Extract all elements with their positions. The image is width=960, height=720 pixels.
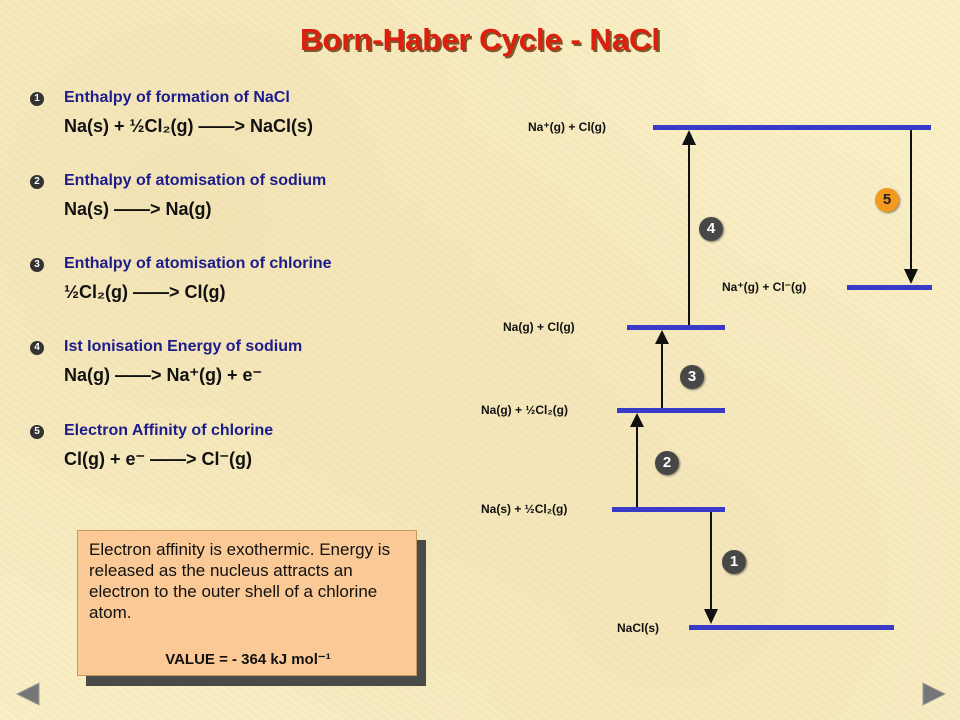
step-description: Electron Affinity of chlorine: [64, 422, 274, 439]
step-equation: Na(s) + ½Cl₂(g) ——> NaCl(s): [64, 116, 314, 136]
step-description: Ist Ionisation Energy of sodium: [64, 338, 303, 355]
note-box: Electron affinity is exothermic. Energy …: [77, 530, 417, 676]
level-label-na-g-cl-g: Na(g) + Cl(g): [503, 320, 575, 334]
step-number-badge: 5: [30, 425, 44, 439]
note-text: Electron affinity is exothermic. Energy …: [89, 540, 391, 622]
step-circle-4: 4: [699, 217, 723, 241]
arrow-step-5: [904, 130, 918, 284]
arrow-step-3: [655, 330, 669, 408]
level-label-na-s-half-cl2: Na(s) + ½Cl₂(g): [481, 502, 568, 516]
step-description: Enthalpy of atomisation of chlorine: [64, 255, 332, 272]
triangle-left-icon: [15, 682, 40, 706]
step-number-badge: 3: [30, 258, 44, 272]
step-equation: ½Cl₂(g) ——> Cl(g): [64, 282, 226, 302]
next-slide-button[interactable]: [920, 681, 948, 707]
arrow-step-2: [630, 413, 644, 507]
level-label-na-ion-cl-atom: Na⁺(g) + Cl(g): [528, 120, 606, 134]
step-number-badge: 4: [30, 341, 44, 355]
prev-slide-button[interactable]: [14, 681, 42, 707]
step-number-badge: 2: [30, 175, 44, 189]
page-title: Born-Haber Cycle - NaCl: [299, 22, 661, 57]
level-label-nacl-s: NaCl(s): [617, 621, 660, 635]
triangle-right-icon: [922, 682, 947, 706]
level-label-na-ion-cl-ion: Na⁺(g) + Cl⁻(g): [722, 280, 807, 294]
step-number-badge: 1: [30, 92, 44, 106]
step-equation: Na(s) ——> Na(g): [64, 199, 212, 219]
step-circle-2: 2: [655, 451, 679, 475]
step-description: Enthalpy of atomisation of sodium: [64, 172, 327, 189]
level-line-na-ion-cl-ion: [847, 285, 932, 290]
note-value: VALUE = - 364 kJ mol⁻¹: [165, 651, 331, 668]
level-line-na-g-half-cl2: [617, 408, 725, 413]
level-label-na-g-half-cl2: Na(g) + ½Cl₂(g): [481, 403, 568, 417]
step-circle-3: 3: [680, 365, 704, 389]
step-description: Enthalpy of formation of NaCl: [64, 89, 290, 106]
level-line-nacl-s: [689, 625, 894, 630]
level-line-na-s-half-cl2: [612, 507, 725, 512]
arrow-step-1: [704, 512, 718, 624]
step-equation: Cl(g) + e⁻ ——> Cl⁻(g): [64, 449, 253, 469]
arrow-step-4: [682, 130, 696, 325]
step-circle-5: 5: [875, 188, 899, 212]
level-line-na-ion-cl-atom: [653, 125, 931, 130]
level-line-na-g-cl-g: [627, 325, 725, 330]
step-circle-1: 1: [722, 550, 746, 574]
step-equation: Na(g) ——> Na⁺(g) + e⁻: [64, 365, 263, 385]
